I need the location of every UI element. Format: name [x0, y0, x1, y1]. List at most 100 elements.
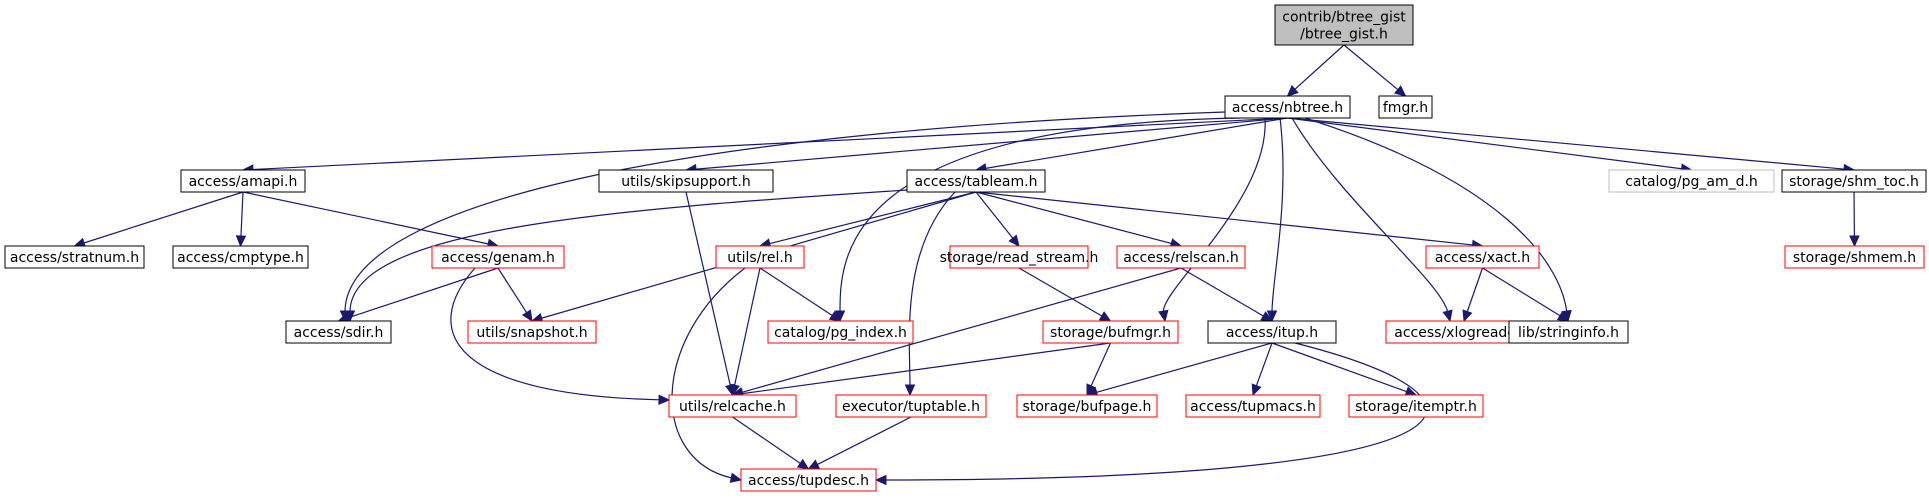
edge-line: [908, 191, 956, 387]
node-label: access/itup.h: [1226, 325, 1318, 341]
edge-arrowhead: [1158, 309, 1169, 323]
edge-arrowhead: [1556, 311, 1570, 322]
node-bufmgr[interactable]: storage/bufmgr.h: [1042, 320, 1179, 344]
node-box: [740, 468, 877, 492]
edge-arrowhead: [658, 394, 671, 406]
edge-line: [1287, 117, 1683, 170]
edge-arrowhead: [729, 383, 740, 397]
node-bufpage[interactable]: storage/bufpage.h: [1016, 394, 1158, 418]
edge-itup-to-tupdesc: [874, 342, 1427, 486]
edge-line: [741, 342, 1111, 395]
edge-xact-to-xlogreader: [1462, 267, 1484, 323]
edge-line: [1466, 267, 1484, 313]
node-box: [1508, 320, 1629, 344]
node-box: [1224, 95, 1351, 119]
node-box: [1348, 394, 1484, 418]
edge-line: [733, 267, 761, 387]
node-box: [949, 245, 1089, 269]
edge-line: [1180, 267, 1265, 317]
edge-nbtree-to-bufmgr: [1158, 117, 1266, 323]
edge-bufmgr-to-relcache: [731, 342, 1111, 399]
node-label: access/relscan.h: [1123, 250, 1239, 266]
edge-root-to-nbtree: [1286, 44, 1345, 97]
edge-arrowhead: [904, 384, 916, 397]
edge-line: [768, 191, 977, 245]
edge-line: [732, 416, 802, 465]
edge-tableam-to-read_stream: [975, 191, 1020, 247]
node-label: access/tupdesc.h: [748, 473, 869, 489]
edge-line: [671, 267, 746, 479]
node-itemptr[interactable]: storage/itemptr.h: [1348, 394, 1484, 418]
node-relscan[interactable]: access/relscan.h: [1116, 245, 1246, 269]
edge-line: [839, 117, 1241, 313]
node-nbtree[interactable]: access/nbtree.h: [1224, 95, 1351, 119]
edge-arrowhead: [729, 472, 743, 483]
edge-line: [694, 117, 1288, 170]
edge-rel-to-relcache: [729, 267, 761, 397]
edge-line: [1343, 44, 1399, 91]
node-box: [906, 169, 1046, 193]
edge-line: [984, 117, 1288, 170]
node-tuptable[interactable]: executor/tuptable.h: [835, 394, 987, 418]
node-shm_toc[interactable]: storage/shm_toc.h: [1781, 169, 1927, 193]
node-label: access/stratnum.h: [10, 250, 139, 266]
node-snapshot[interactable]: utils/snapshot.h: [467, 320, 597, 344]
node-box: [1781, 169, 1927, 193]
node-tupdesc[interactable]: access/tupdesc.h: [740, 468, 877, 492]
node-sdir[interactable]: access/sdir.h: [285, 320, 392, 344]
node-pg_am_d[interactable]: catalog/pg_am_d.h: [1608, 169, 1775, 193]
node-label: access/sdir.h: [294, 325, 384, 341]
node-label: access/amapi.h: [189, 174, 298, 190]
node-box: [1608, 169, 1775, 193]
edge-nbtree-to-skipsupport: [684, 117, 1288, 175]
node-label: catalog/pg_index.h: [774, 325, 907, 341]
node-box: [467, 320, 597, 344]
node-box: [1378, 95, 1433, 119]
edge-shm_toc-to-shmem: [1849, 191, 1860, 248]
node-box: [1116, 245, 1246, 269]
edge-arrowhead: [1251, 383, 1262, 397]
edge-line: [497, 267, 528, 314]
node-box: [715, 245, 805, 269]
edge-nbtree-to-pg_am_d: [1287, 117, 1693, 174]
node-xact[interactable]: access/xact.h: [1425, 245, 1540, 269]
nodes-layer: contrib/btree_gist/btree_gist.h access/nb…: [4, 4, 1927, 492]
node-box: [1207, 320, 1337, 344]
edge-line: [82, 191, 244, 244]
edge-line: [1291, 117, 1449, 313]
edge-amapi-to-genam: [242, 191, 500, 249]
edge-line: [1090, 342, 1112, 388]
edge-arrowhead: [1098, 311, 1112, 322]
node-fmgr[interactable]: fmgr.h: [1378, 95, 1433, 119]
edge-amapi-to-stratnum: [73, 191, 244, 248]
node-read_stream[interactable]: storage/read_stream.h: [940, 245, 1099, 269]
node-rel[interactable]: utils/rel.h: [715, 245, 805, 269]
node-label: storage/shm_toc.h: [1789, 174, 1919, 190]
node-stringinfo[interactable]: lib/stringinfo.h: [1508, 320, 1629, 344]
node-tableam[interactable]: access/tableam.h: [906, 169, 1046, 193]
edge-rel-to-pg_index: [759, 267, 842, 322]
edge-line: [450, 267, 661, 401]
node-box: [1185, 394, 1321, 418]
edge-tableam-to-relscan: [975, 191, 1183, 249]
edge-read_stream-to-bufmgr: [1018, 267, 1112, 322]
node-tupmacs[interactable]: access/tupmacs.h: [1185, 394, 1321, 418]
node-amapi[interactable]: access/amapi.h: [180, 169, 306, 193]
edge-arrowhead: [1286, 85, 1299, 97]
node-relcache[interactable]: utils/relcache.h: [668, 394, 797, 418]
node-cmptype[interactable]: access/cmptype.h: [172, 245, 309, 269]
node-xlogreader[interactable]: access/xlogreader.h: [1385, 320, 1543, 344]
node-shmem[interactable]: storage/shmem.h: [1784, 245, 1925, 269]
edge-arrowhead: [1266, 310, 1278, 323]
node-label: utils/skipsupport.h: [621, 174, 750, 190]
edge-line: [242, 191, 490, 245]
node-skipsupport[interactable]: utils/skipsupport.h: [598, 169, 774, 193]
node-stratnum[interactable]: access/stratnum.h: [4, 245, 145, 269]
node-root[interactable]: contrib/btree_gist/btree_gist.h: [1274, 4, 1414, 46]
edge-line: [1304, 117, 1568, 313]
edge-arrowhead: [1008, 234, 1020, 247]
node-itup[interactable]: access/itup.h: [1207, 320, 1337, 344]
edge-tuptable-to-tupdesc: [807, 416, 912, 470]
node-genam[interactable]: access/genam.h: [431, 245, 565, 269]
node-pg_index[interactable]: catalog/pg_index.h: [767, 320, 914, 344]
